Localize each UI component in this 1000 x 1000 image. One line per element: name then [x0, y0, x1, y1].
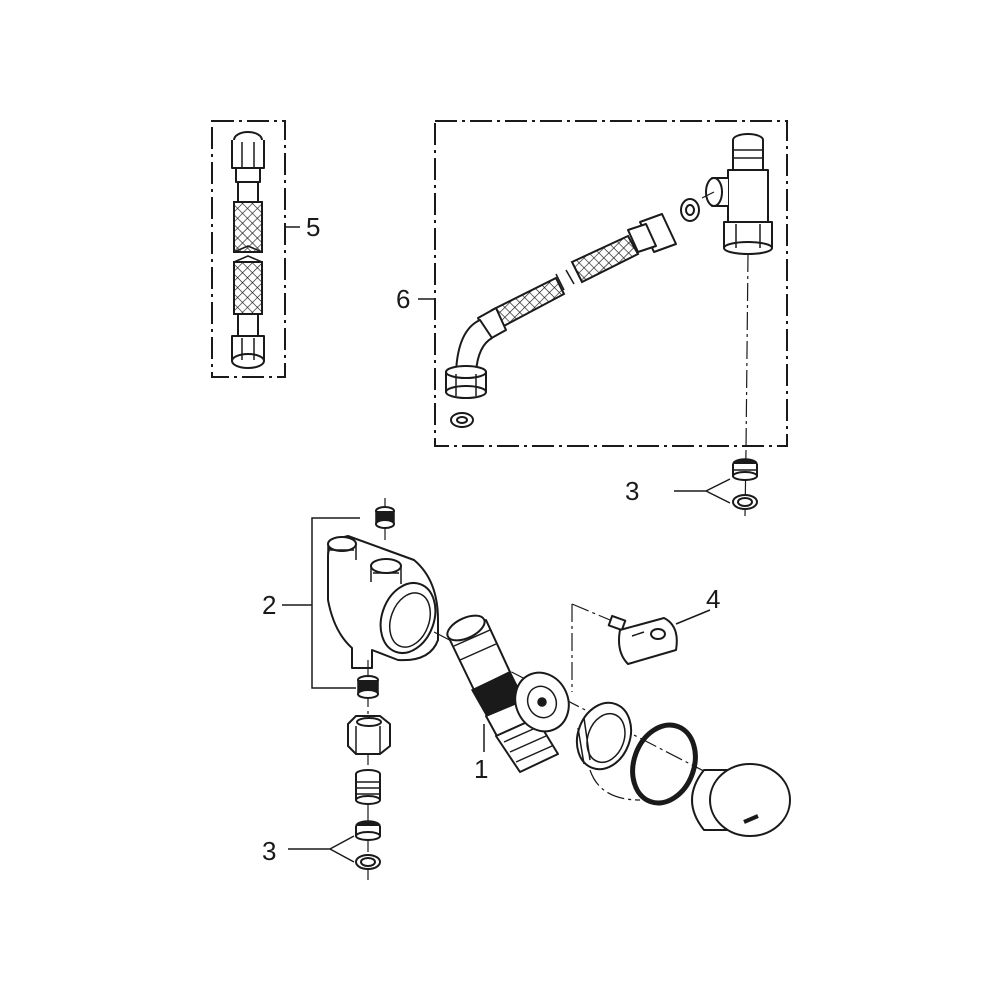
flex-hose-icon [231, 131, 265, 369]
key-group: 4 [571, 584, 720, 692]
callout-3-upper: 3 [625, 476, 639, 506]
adapter-icon [355, 769, 381, 805]
cover-cap-icon [691, 763, 791, 837]
hose-kit-frame [434, 120, 788, 447]
check-valve-icon [732, 458, 758, 481]
valve-body-icon [327, 535, 439, 669]
washer-icon [355, 854, 381, 870]
check-valve-upper-group: 3 [625, 449, 758, 517]
trim-group [575, 701, 791, 837]
threaded-ring-icon [575, 701, 633, 771]
callout-2: 2 [262, 590, 276, 620]
hose-frame [211, 120, 286, 378]
check-valve-icon [355, 820, 381, 841]
hose-kit-group: 6 [396, 120, 788, 451]
washer-icon [680, 198, 700, 222]
check-valve-lower-group: 3 [262, 820, 381, 870]
valve-body-group: 2 [262, 498, 439, 880]
insert-icon [375, 506, 395, 529]
callout-4: 4 [706, 584, 720, 614]
callout-3-lower: 3 [262, 836, 276, 866]
bent-hose-icon [445, 213, 677, 399]
insert-icon [357, 675, 379, 699]
callout-1: 1 [474, 754, 488, 784]
callout-6: 6 [396, 284, 410, 314]
washer-icon [450, 412, 474, 428]
o-ring-icon [630, 722, 698, 806]
cartridge-icon [446, 614, 570, 773]
hose-group: 5 [211, 120, 320, 378]
callout-5: 5 [306, 212, 320, 242]
key-icon [607, 614, 678, 665]
hex-nut-icon [347, 715, 391, 755]
tee-fitting-icon [705, 133, 773, 255]
washer-icon [732, 494, 758, 510]
